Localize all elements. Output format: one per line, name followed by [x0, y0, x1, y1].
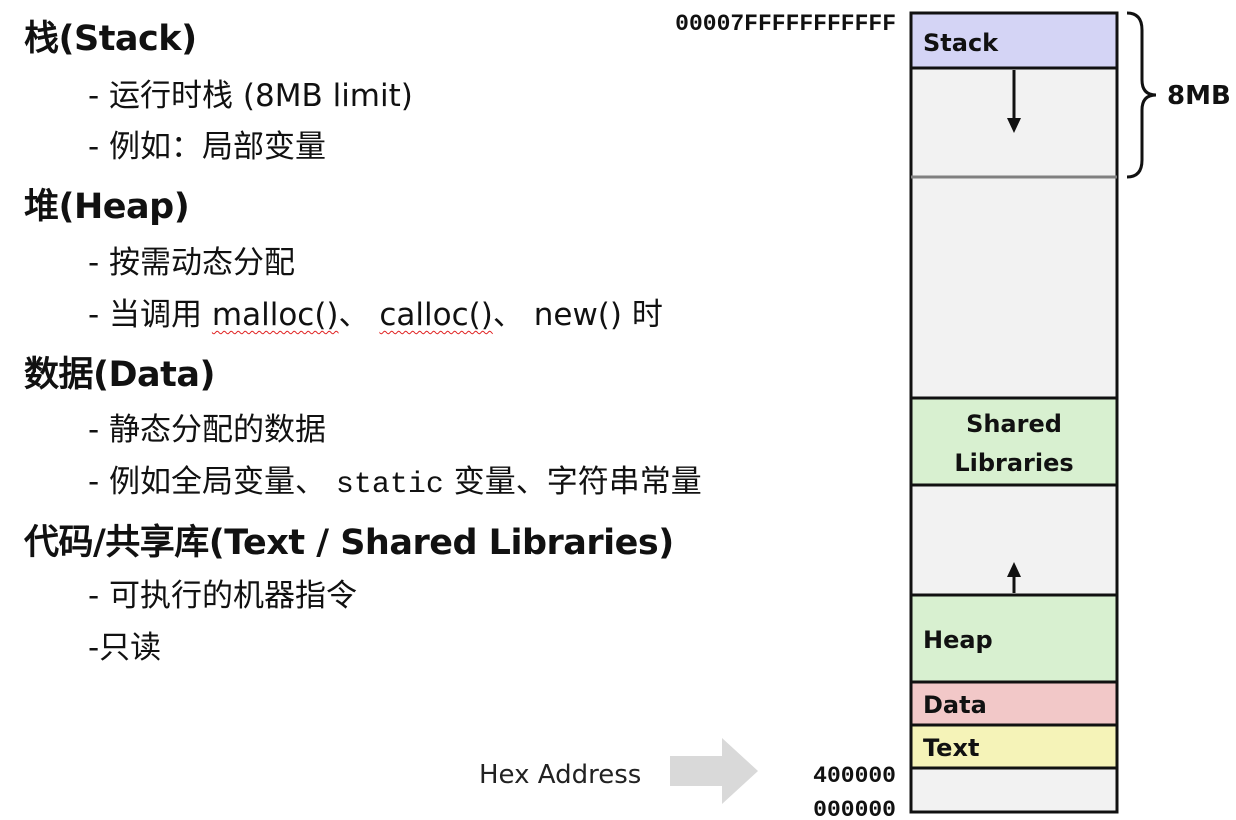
heap-bullet-2-sep-2: 、: [492, 297, 534, 333]
static-keyword: static: [335, 468, 444, 502]
top-address: 00007FFFFFFFFFFF: [675, 11, 896, 37]
text-segment: [909, 723, 1119, 770]
shared-label-line-2: Libraries: [954, 449, 1073, 477]
heap-bullet-1: - 按需动态分配: [88, 245, 296, 281]
heap-segment: [909, 593, 1119, 684]
stack-label: Stack: [923, 29, 999, 57]
stack-heading: 栈(Stack): [24, 19, 197, 59]
text-bullet-1: - 可执行的机器指令: [88, 578, 358, 614]
hex-address-arrow-icon: [670, 738, 758, 804]
stack-bullet-1: - 运行时栈 (8MB limit): [88, 78, 413, 114]
stack-size-brace-icon: [1126, 11, 1157, 179]
malloc-term: malloc(): [211, 297, 339, 333]
heap-bullet-2-suffix: 时: [621, 297, 663, 333]
description-panel: 栈(Stack) - 运行时栈 (8MB limit) - 例如：局部变量 堆(…: [24, 19, 702, 666]
data-segment: [909, 680, 1119, 727]
text-heading: 代码/共享库(Text / Shared Libraries): [24, 523, 674, 563]
shared-libraries-segment: [909, 396, 1119, 487]
address-400000: 400000: [813, 763, 896, 789]
data-label: Data: [923, 691, 987, 719]
data-bullet-1: - 静态分配的数据: [88, 412, 327, 448]
brace-8mb-label: 8MB: [1167, 81, 1231, 111]
low-memory-region: [909, 766, 1119, 814]
address-000000: 000000: [813, 797, 896, 820]
hex-address-label: Hex Address: [479, 760, 641, 790]
new-term: new(): [533, 297, 622, 333]
data-bullet-2: - 例如全局变量、 static 变量、字符串常量: [88, 456, 702, 502]
data-bullet-2-prefix: - 例如全局变量、: [88, 464, 336, 500]
heap-growth-arrow-icon: [1007, 562, 1021, 577]
heap-label: Heap: [923, 626, 993, 654]
heap-bullet-2-sep-1: 、: [338, 297, 380, 333]
data-heading: 数据(Data): [24, 355, 216, 395]
calloc-term: calloc(): [379, 297, 493, 333]
stack-growth-arrow-icon: [1007, 118, 1021, 133]
text-bullet-2: -只读: [88, 630, 162, 666]
shared-label-line-1: Shared: [966, 410, 1062, 438]
heap-bullet-2: - 当调用 malloc()、 calloc()、 new() 时: [88, 289, 663, 334]
heap-bullet-2-prefix: - 当调用: [88, 297, 212, 333]
text-label: Text: [923, 734, 979, 762]
stack-bullet-2: - 例如：局部变量: [88, 129, 327, 165]
data-bullet-2-suffix: 变量、字符串常量: [443, 464, 702, 500]
heap-heading: 堆(Heap): [24, 187, 190, 227]
